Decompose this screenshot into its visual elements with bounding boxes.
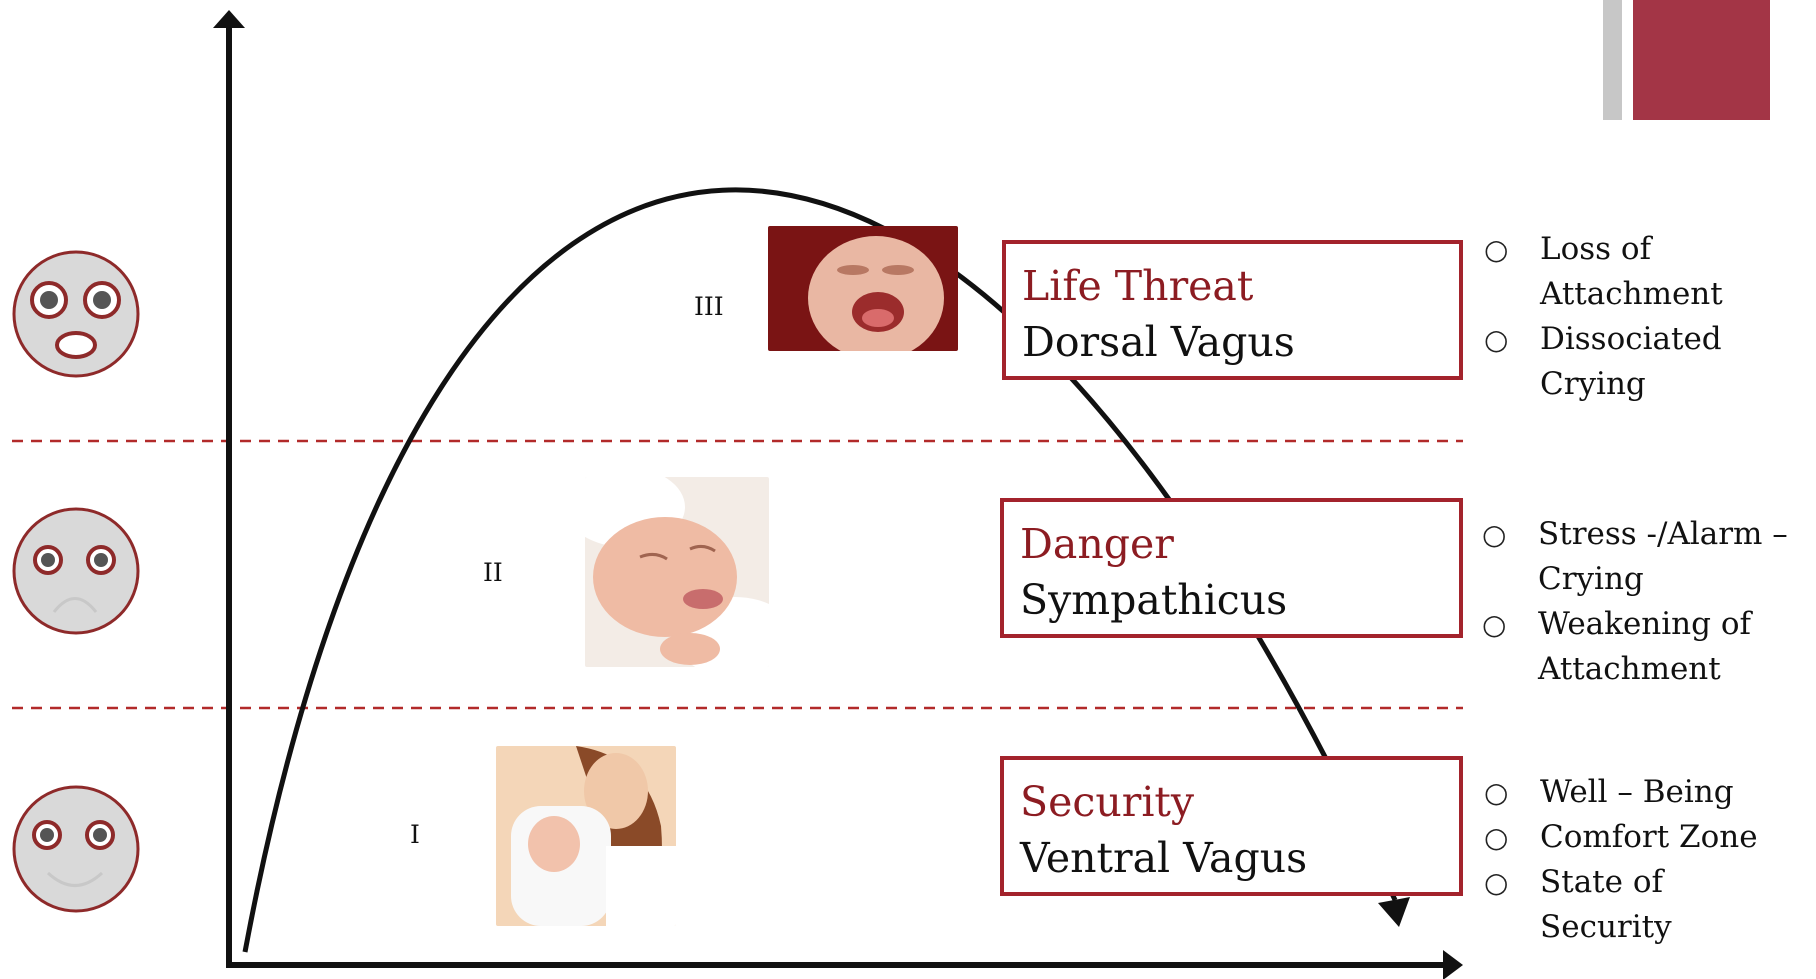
level-label-i: I [410, 820, 420, 849]
sad-face-icon [10, 505, 142, 637]
list-item: ○ Stress -/Alarm – Crying [1482, 512, 1812, 602]
zone-title-life-threat: Life Threat [1022, 258, 1443, 314]
bullet-icon: ○ [1484, 317, 1508, 362]
distressed-baby-photo [585, 477, 769, 667]
list-item: ○ Weakening of Attachment [1482, 602, 1812, 692]
list-item: ○ Dissociated Crying [1484, 317, 1804, 407]
bullet-icon: ○ [1482, 512, 1506, 557]
list-item: ○ Well – Being [1484, 770, 1804, 815]
smiling-face-icon [10, 783, 142, 915]
zone-box-danger: Danger Sympathicus [1000, 498, 1463, 638]
bullet-text: Stress -/Alarm – Crying [1538, 516, 1788, 597]
level-label-iii: III [694, 292, 724, 321]
list-item: ○ Comfort Zone [1484, 815, 1804, 860]
level-label-ii: II [483, 558, 503, 587]
bullet-text: Loss of Attachment [1540, 231, 1723, 312]
zone-subtitle-ventral-vagus: Ventral Vagus [1020, 830, 1443, 886]
zone-box-security: Security Ventral Vagus [1000, 756, 1463, 896]
bullet-icon: ○ [1484, 227, 1508, 272]
zone-subtitle-dorsal-vagus: Dorsal Vagus [1022, 314, 1443, 370]
bullet-icon: ○ [1482, 602, 1506, 647]
zone-title-security: Security [1020, 774, 1443, 830]
bullet-list-security: ○ Well – Being ○ Comfort Zone ○ State of Se… [1484, 770, 1804, 950]
zone-box-life-threat: Life Threat Dorsal Vagus [1002, 240, 1463, 380]
zone-title-danger: Danger [1020, 516, 1443, 572]
curve-arrowhead [1378, 897, 1410, 927]
bullet-icon: ○ [1484, 770, 1508, 815]
list-item: ○ Loss of Attachment [1484, 227, 1804, 317]
y-axis-arrowhead [213, 10, 245, 28]
mother-and-baby-photo [496, 746, 676, 926]
crying-baby-photo [768, 226, 958, 351]
x-axis-arrowhead [1443, 950, 1463, 979]
bullet-text: State of Security [1540, 864, 1672, 945]
list-item: ○ State of Security [1484, 860, 1804, 950]
bullet-text: Dissociated Crying [1540, 321, 1722, 402]
zone-subtitle-sympathicus: Sympathicus [1020, 572, 1443, 628]
bullet-text: Weakening of Attachment [1538, 606, 1751, 687]
bullet-icon: ○ [1484, 860, 1508, 905]
bullet-icon: ○ [1484, 815, 1508, 860]
shocked-face-icon [10, 248, 142, 380]
bullet-list-danger: ○ Stress -/Alarm – Crying ○ Weakening of A… [1482, 512, 1812, 692]
bullet-text: Comfort Zone [1540, 819, 1758, 855]
bullet-list-life-threat: ○ Loss of Attachment ○ Dissociated Crying [1484, 227, 1804, 407]
bullet-text: Well – Being [1540, 774, 1734, 810]
